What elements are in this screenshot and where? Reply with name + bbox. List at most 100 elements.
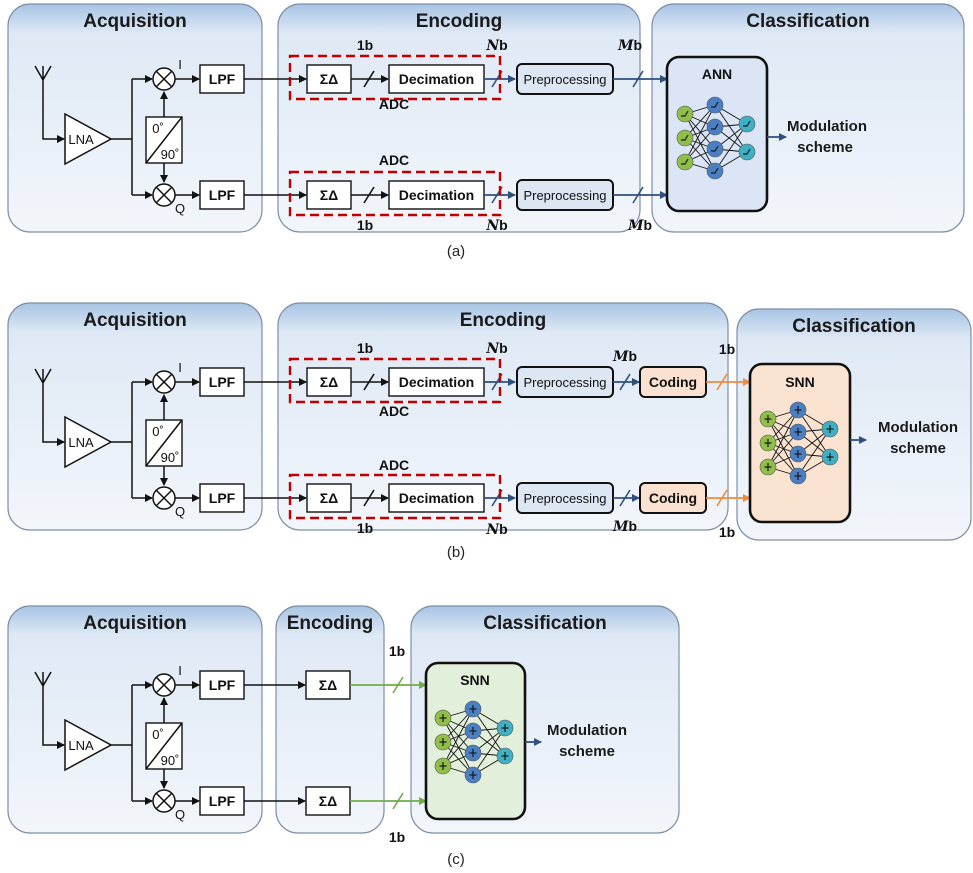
nn-glyph: [501, 752, 509, 760]
nn-glyph: [469, 727, 477, 735]
nn-edge: [472, 708, 506, 757]
nn-edge: [472, 727, 506, 776]
nn-glyph: [439, 762, 447, 770]
nn-glyph: [794, 428, 802, 436]
nn-node: [706, 162, 724, 180]
nn-node: [676, 153, 694, 171]
nn-glyph: [501, 724, 509, 732]
snn-block: [748, 362, 852, 524]
encoding-panel-b-title: Encoding: [460, 310, 547, 331]
acquisition-panel-c-title: Acquisition: [83, 613, 186, 634]
bit-width-1b-bottom: 1b: [357, 520, 373, 536]
encoding-panel-a: [277, 3, 641, 233]
adc-boundary-i: [288, 54, 502, 101]
acquisition-panel-b: [7, 302, 263, 531]
adc-label-q: ADC: [379, 457, 409, 473]
nn-edge: [797, 428, 831, 477]
lpf-q-label: LPF: [209, 187, 236, 203]
bus-slash: [619, 373, 631, 391]
mixer-cross: [155, 792, 173, 810]
i-label: I: [178, 663, 182, 678]
antenna-icon: [34, 368, 64, 442]
bus-slash: [363, 373, 375, 391]
nn-glyph: [469, 771, 477, 779]
bit-width-mb-top: Mb: [617, 37, 642, 54]
lpf-q: [199, 180, 245, 210]
nn-glyph: [711, 145, 719, 152]
nn-node: [738, 143, 756, 161]
nn-edge: [797, 409, 831, 458]
preprocessing-i-label: Preprocessing: [523, 375, 606, 390]
bit-width-mb-top: Mb: [612, 348, 637, 365]
lna-amplifier: [64, 112, 113, 166]
lna-label: LNA: [68, 738, 94, 753]
bit-width-1b-top: 1b: [357, 340, 373, 356]
antenna-icon: [34, 671, 64, 745]
nn-glyph: [681, 158, 689, 165]
q-label: Q: [175, 201, 185, 216]
phase-0-label: 0˚: [152, 727, 164, 742]
lpf-i-label: LPF: [209, 677, 236, 693]
bus-slash: [632, 70, 644, 88]
sigma-delta-q-label: ΣΔ: [320, 490, 338, 506]
sigma-delta-i: [306, 367, 352, 397]
nn-edge: [767, 409, 799, 468]
nn-edge: [442, 708, 474, 767]
bus-slash: [716, 489, 728, 507]
preprocessing-q-label: Preprocessing: [523, 188, 606, 203]
preprocessing-i-label: Preprocessing: [523, 72, 606, 87]
caption-a: (a): [447, 243, 465, 260]
lna-label: LNA: [68, 132, 94, 147]
phase-shifter-diagonal: [145, 116, 183, 164]
sigma-delta-q: [305, 786, 351, 816]
adc-boundary-i: [288, 357, 502, 404]
output-label-line1-c: Modulation: [547, 722, 627, 739]
nn-glyph: [764, 439, 772, 447]
encoding-panel-c-title: Encoding: [287, 613, 374, 634]
bus-slash: [363, 70, 375, 88]
bit-width-1b-top: 1b: [389, 643, 405, 659]
bus-slash: [619, 489, 631, 507]
nn-glyph: [681, 110, 689, 117]
sigma-delta-q: [306, 180, 352, 210]
decimation-q-label: Decimation: [399, 187, 474, 203]
bus-slash: [632, 186, 644, 204]
caption-b: (b): [447, 544, 465, 561]
lpf-q: [199, 483, 245, 513]
mixer-cross: [155, 676, 173, 694]
adc-boundary-q: [288, 170, 502, 217]
bit-width-1b-bottom: 1b: [389, 829, 405, 845]
decimation-i-label: Decimation: [399, 374, 474, 390]
phase-0-label: 0˚: [152, 121, 164, 136]
nn-node: [738, 115, 756, 133]
nn-edge: [684, 104, 716, 163]
lpf-q-label: LPF: [209, 490, 236, 506]
decimation-q: [388, 180, 485, 210]
bus-slash: [392, 676, 404, 694]
nn-edge: [442, 717, 474, 776]
bit-width-nb-top: Nb: [485, 340, 507, 357]
output-label-line2-c: scheme: [559, 743, 615, 760]
nn-glyph: [711, 123, 719, 130]
nn-glyph: [794, 406, 802, 414]
output-label-line1-b: Modulation: [878, 419, 958, 436]
encoding-panel-a-title: Encoding: [416, 11, 503, 32]
nn-glyph: [743, 148, 751, 155]
nn-node: [676, 129, 694, 147]
adc-label-i: ADC: [379, 96, 409, 112]
snn-label: SNN: [785, 374, 815, 390]
bit-width-1b-bottom: 1b: [357, 217, 373, 233]
nn-edge: [714, 123, 748, 172]
mixer-cross: [155, 489, 173, 507]
nn-glyph: [469, 705, 477, 713]
bit-width-mb-bottom: Mb: [627, 217, 652, 234]
nn-glyph: [794, 472, 802, 480]
lpf-i: [199, 670, 245, 700]
encoding-panel-c: [275, 605, 385, 834]
mixer-cross: [155, 186, 173, 204]
caption-c: (c): [447, 851, 465, 868]
bit-width-mb-bottom: Mb: [612, 518, 637, 535]
acquisition-panel-b-title: Acquisition: [83, 310, 186, 331]
output-label-line2-b: scheme: [890, 440, 946, 457]
